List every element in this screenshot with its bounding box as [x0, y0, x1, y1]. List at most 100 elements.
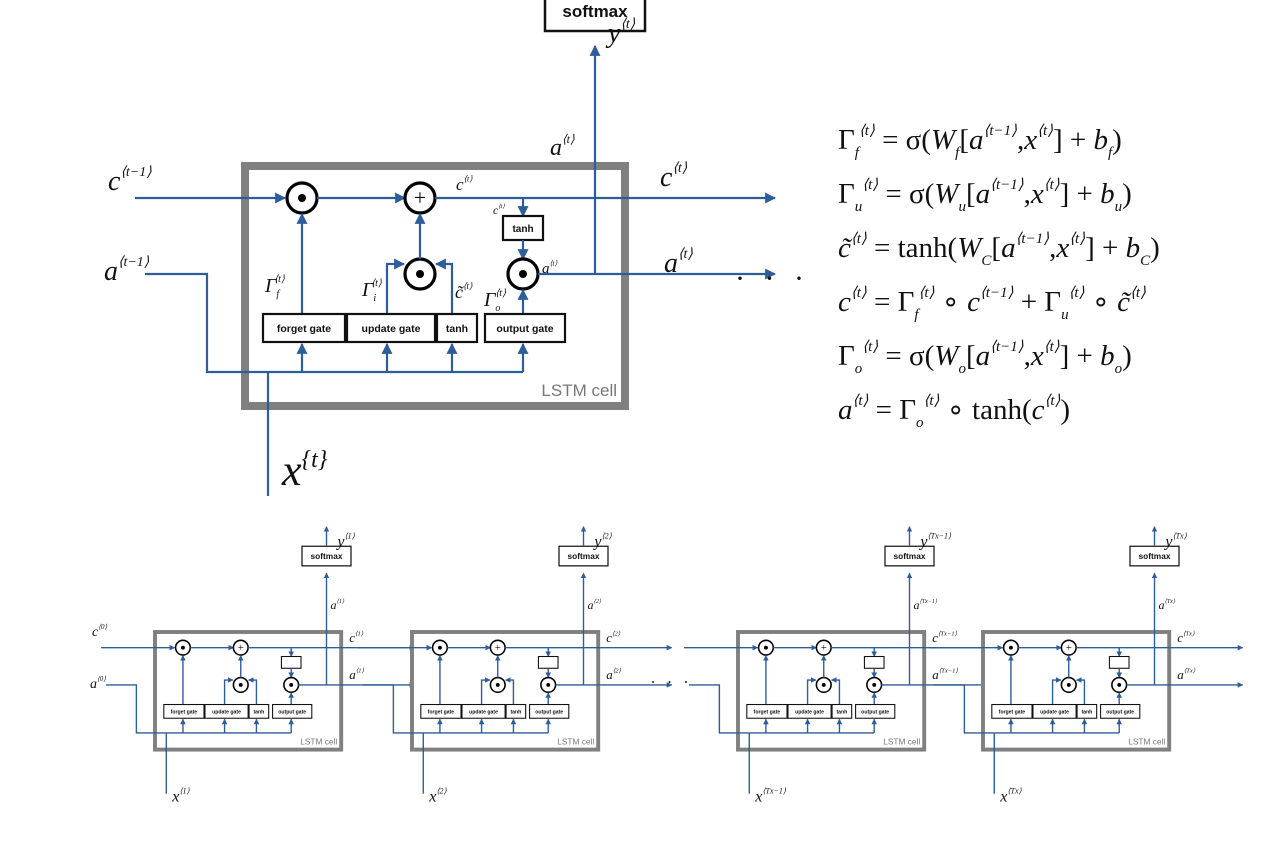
- update-gate-label: update gate: [469, 709, 498, 715]
- c-tanh-in-label: c⟨t⟩: [493, 203, 505, 217]
- update-gate-box: [787, 703, 832, 719]
- forget-gate-box: [420, 703, 462, 719]
- inner-tanh-box: [537, 655, 559, 669]
- c-output-label-4: c⟨Tx⟩: [1177, 630, 1195, 645]
- update-gate-to-op-wire: [385, 258, 406, 314]
- output-gate-box: [272, 703, 313, 719]
- update-gate-label: update gate: [795, 709, 824, 715]
- update-gate-label: update gate: [362, 323, 421, 335]
- equation-activation: a⟨t⟩ = Γo⟨t⟩ ∘ tanh(c⟨t⟩): [838, 393, 1071, 431]
- y-output-label-4: y⟨Tx⟩: [1163, 531, 1187, 550]
- tanh-gate-label: tanh: [1081, 709, 1092, 715]
- x-input-label-4: x⟨Tx⟩: [999, 787, 1022, 806]
- add-op-plus: +: [238, 642, 244, 654]
- forget-gate-label: forget gate: [277, 323, 331, 335]
- cell-label: LSTM cell: [541, 381, 617, 400]
- x-input-label-1: x⟨1⟩: [171, 787, 190, 806]
- add-op-plus: +: [495, 642, 501, 654]
- lstm-equations: Γf⟨t⟩ = σ(Wf[a⟨t−1⟩,x⟨t⟩] + bf) Γu⟨t⟩ = …: [838, 104, 1160, 431]
- update-gate-box: [1032, 703, 1077, 719]
- a-prev-bus-wire: [363, 684, 549, 734]
- y-output-label-3: y⟨Tx−1⟩: [918, 531, 952, 550]
- equation-output-gate: Γo⟨t⟩ = σ(Wo[a⟨t−1⟩,x⟨t⟩] + bo): [838, 339, 1132, 377]
- a-up-label-2: a⟨2⟩: [588, 598, 602, 612]
- y-output-label: y⟨t⟩: [605, 17, 636, 49]
- equation-cell-state: c⟨t⟩ = Γf⟨t⟩ ∘ c⟨t−1⟩ + Γu⟨t⟩ ∘ c̃⟨t⟩: [838, 285, 1146, 323]
- equation-forget-gate: Γf⟨t⟩ = σ(Wf[a⟨t−1⟩,x⟨t⟩] + bf): [838, 123, 1122, 161]
- output-gate-box: [483, 312, 567, 344]
- update-multiply-op-dot: [1066, 682, 1071, 687]
- a-prev-bus-wire: [934, 684, 1120, 734]
- update-multiply-op-dot: [821, 682, 826, 687]
- a-prev-label: a⟨t−1⟩: [104, 255, 150, 287]
- forget-gate-box: [991, 703, 1033, 719]
- forget-gate-label: forget gate: [754, 709, 781, 715]
- output-multiply-op-dot: [546, 682, 551, 687]
- forget-multiply-op-dot: [1008, 645, 1013, 650]
- a-inner-label: a⟨t⟩: [542, 259, 558, 278]
- softmax-box: [543, 0, 647, 33]
- forget-multiply-op-dot: [763, 645, 768, 650]
- c-output-label-1: c⟨1⟩: [349, 630, 364, 645]
- chain-ellipsis: · · ·: [650, 672, 692, 692]
- output-gate-box: [1100, 703, 1141, 719]
- update-gate-to-op-wire: [480, 677, 491, 705]
- tanh-gate-label: tanh: [446, 323, 468, 335]
- output-gate-box: [529, 703, 570, 719]
- forget-gate-label: forget gate: [171, 709, 198, 715]
- forget-gate-box: [163, 703, 205, 719]
- gamma-o-label: Γo⟨t⟩: [483, 288, 506, 314]
- a-prev-bus-wire: [145, 272, 523, 374]
- inner-tanh-box: [501, 214, 545, 242]
- x-input-label: x{t}: [281, 446, 328, 495]
- a-output-label-3: a⟨Tx−1⟩: [932, 667, 958, 682]
- inner-tanh-box: [863, 655, 885, 669]
- forget-multiply-op-dot: [298, 194, 306, 202]
- x-input-label-3: x⟨Tx−1⟩: [754, 787, 787, 806]
- tanh-gate-box: [1076, 703, 1098, 719]
- a-output-label-2: a⟨2⟩: [606, 667, 621, 682]
- tanh-gate-label: tanh: [510, 709, 521, 715]
- output-gate-label: output gate: [535, 709, 563, 715]
- output-multiply-op-dot: [519, 270, 527, 278]
- equation-candidate: c̃⟨t⟩ = tanh(WC[a⟨t−1⟩,x⟨t⟩] + bC): [838, 231, 1160, 269]
- add-op-plus: +: [414, 185, 426, 210]
- inner-tanh-label: tanh: [512, 224, 533, 235]
- update-gate-to-op-wire: [223, 677, 234, 705]
- forget-gate-label: forget gate: [999, 709, 1026, 715]
- inner-tanh-box: [1108, 655, 1130, 669]
- c-output-label-3: c⟨Tx−1⟩: [932, 630, 957, 645]
- a-initial-label: a⟨0⟩: [90, 675, 106, 692]
- tanh-gate-label: tanh: [253, 709, 264, 715]
- c-tilde-label: c̃⟨t⟩: [455, 281, 473, 302]
- tanh-gate-box: [248, 703, 270, 719]
- x-input-label-2: x⟨2⟩: [428, 787, 447, 806]
- forget-multiply-op-dot: [437, 645, 442, 650]
- tanh-gate-box: [435, 312, 479, 344]
- a-output-label-1: a⟨1⟩: [349, 667, 364, 682]
- a-output-label-4: a⟨Tx⟩: [1177, 667, 1196, 682]
- cell-label: LSTM cell: [557, 737, 594, 747]
- gamma-i-label: Γi⟨t⟩: [361, 278, 382, 304]
- output-gate-box: [855, 703, 896, 719]
- a-up-label-3: a⟨Tx−1⟩: [914, 598, 938, 612]
- candidate-to-op-wire: [248, 677, 258, 705]
- equation-update-gate: Γu⟨t⟩ = σ(Wu[a⟨t−1⟩,x⟨t⟩] + bu): [838, 177, 1132, 215]
- output-multiply-op-dot: [1117, 682, 1122, 687]
- output-gate-label: output gate: [278, 709, 306, 715]
- output-multiply-op-dot: [872, 682, 877, 687]
- update-gate-to-op-wire: [1051, 677, 1062, 705]
- update-gate-box: [204, 703, 249, 719]
- softmax-label: softmax: [1139, 551, 1171, 561]
- update-gate-label: update gate: [1040, 709, 1069, 715]
- output-multiply-op-dot: [289, 682, 294, 687]
- lstm-chain: LSTM cell + softmax forget gate update gate t…: [90, 526, 1244, 806]
- a-prev-bus-wire: [689, 684, 875, 734]
- softmax-label: softmax: [562, 2, 628, 21]
- tanh-gate-box: [505, 703, 527, 719]
- c-initial-label: c⟨0⟩: [92, 623, 107, 640]
- a-output-label: a⟨t⟩: [664, 247, 693, 279]
